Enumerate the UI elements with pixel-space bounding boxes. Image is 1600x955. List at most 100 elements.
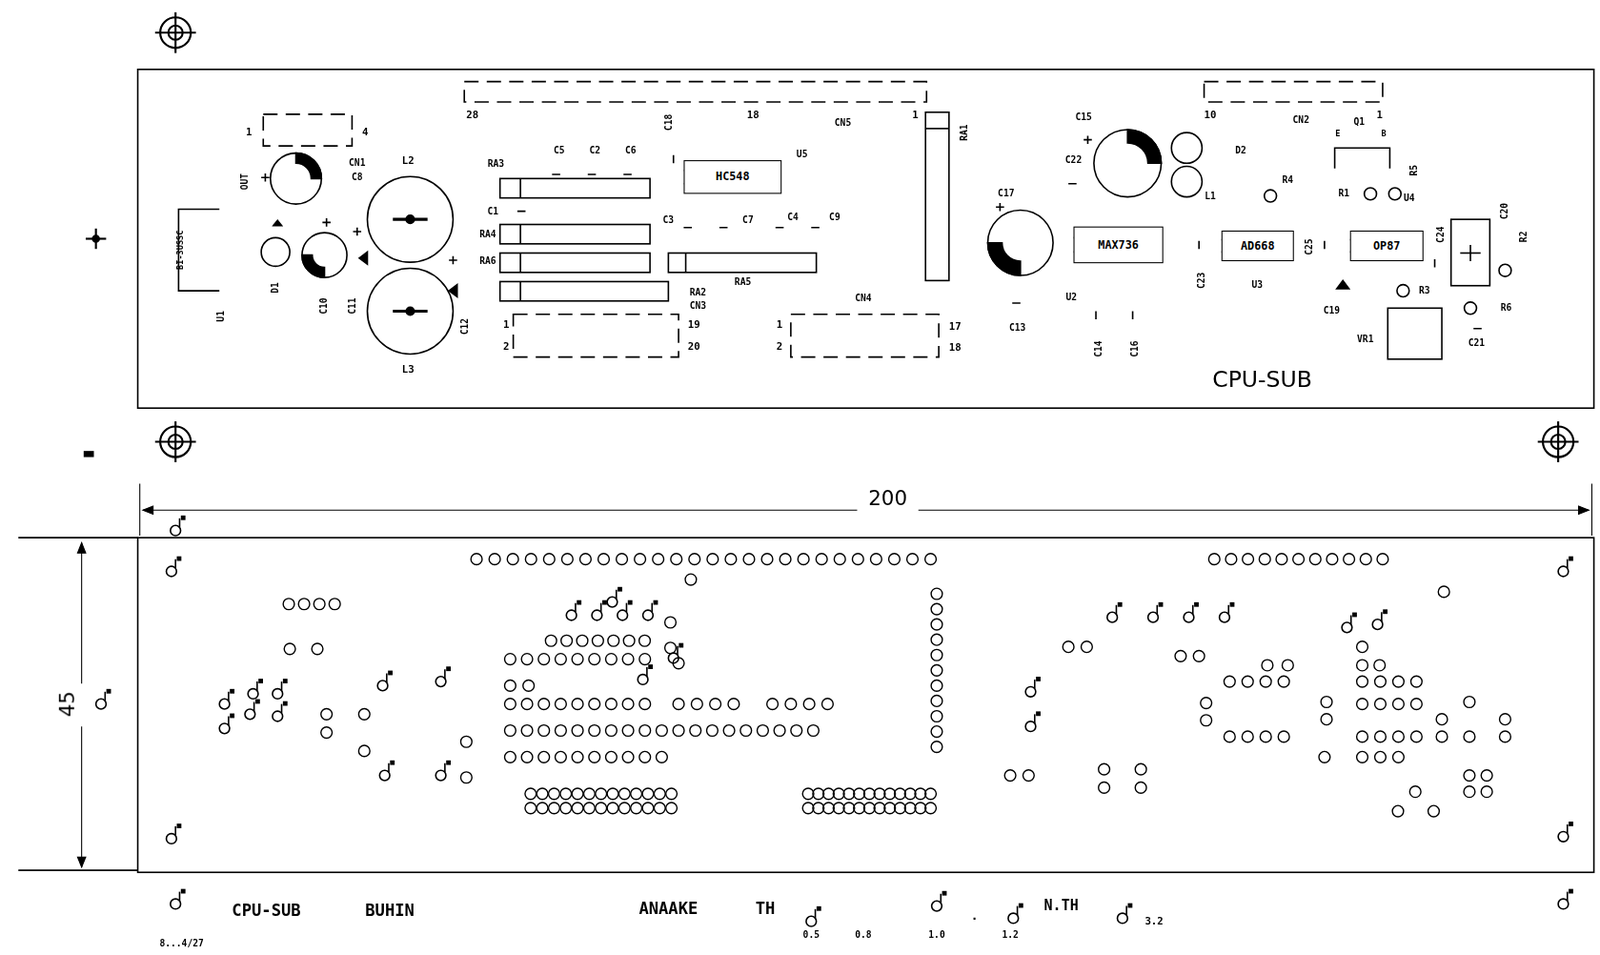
drawing-note: 0.8: [854, 931, 871, 941]
drill-symbol: [1117, 903, 1133, 923]
drill-hole: [1393, 675, 1405, 688]
drill-hole: [1437, 586, 1450, 598]
drawing-note: 45: [57, 690, 78, 717]
ic-package: HC548: [683, 160, 782, 194]
part-label: C9: [829, 212, 841, 223]
drill-hole: [470, 553, 483, 566]
component-outline: [500, 281, 669, 301]
drill-symbol: [281, 681, 284, 691]
drill-hole: [931, 648, 943, 661]
component-outline: [366, 176, 453, 263]
part-label: U4: [1403, 194, 1416, 204]
drill-hole: [808, 725, 820, 737]
part-label: D2: [1235, 146, 1247, 157]
drill-hole: [283, 598, 295, 610]
part-label: C16: [1131, 340, 1141, 357]
drill-hole: [571, 698, 584, 710]
drill-hole: [685, 573, 697, 586]
drill-symbol: [1569, 822, 1573, 826]
drill-hole: [555, 653, 568, 666]
drawing-note: 200: [868, 487, 908, 508]
drill-hole: [618, 802, 630, 814]
drill-hole: [802, 788, 814, 800]
drill-hole: [538, 725, 550, 737]
drill-hole: [321, 708, 333, 720]
part-label: C12: [460, 318, 470, 335]
drill-hole: [1392, 805, 1404, 817]
component-outline: [1498, 263, 1512, 277]
part-label: C5: [553, 146, 566, 157]
board-outline: [138, 537, 1595, 872]
drill-symbol: [942, 891, 946, 895]
drill-symbol: [227, 715, 230, 726]
part-label: L3: [402, 364, 415, 375]
registration-mark: [174, 12, 177, 54]
drill-symbol: [446, 667, 450, 670]
drill-symbol: [179, 891, 182, 902]
component-outline: [178, 112, 1511, 360]
drill-hole: [543, 553, 555, 566]
component-outline: [1451, 219, 1491, 286]
drill-hole: [833, 553, 846, 566]
component-outline: [988, 210, 1054, 277]
drill-hole: [1393, 750, 1405, 763]
drill-symbol: [1353, 612, 1357, 616]
drill-hole: [1428, 805, 1440, 817]
ic-package: MAX736: [1073, 226, 1163, 264]
drill-hole: [802, 802, 814, 814]
drill-hole: [1193, 649, 1205, 662]
drill-hole: [588, 653, 601, 666]
part-label: 2: [503, 342, 509, 353]
component-outline: [685, 252, 688, 272]
part-label: C13: [1009, 324, 1026, 334]
drill-symbol: [653, 601, 657, 605]
drill-symbol: [1158, 603, 1162, 607]
drill-hole: [931, 633, 943, 646]
drill-symbol: [1558, 822, 1573, 842]
drill-hole: [1410, 675, 1422, 688]
registration-mark: [83, 450, 95, 457]
drill-hole: [757, 725, 770, 737]
drill-symbol: [272, 702, 287, 722]
drill-symbol: [574, 603, 577, 613]
drill-hole: [1359, 553, 1372, 566]
drill-hole: [616, 553, 628, 566]
drill-hole: [889, 553, 901, 566]
drill-hole: [1499, 713, 1512, 726]
drill-hole: [1062, 641, 1074, 653]
part-label: 18: [747, 110, 760, 122]
part-label: 2: [776, 342, 783, 353]
drill-hole: [931, 726, 943, 738]
part-label: RA6: [479, 256, 496, 266]
drill-symbol: [283, 702, 287, 706]
component-outline: [1171, 132, 1202, 163]
drill-symbol: [814, 909, 817, 919]
drill-hole: [666, 788, 678, 800]
part-label: RA3: [487, 160, 505, 170]
drill-hole: [555, 698, 568, 710]
drill-symbol: [1341, 612, 1357, 632]
drill-hole: [1200, 697, 1213, 709]
drill-symbol: [648, 665, 652, 669]
part-label: 1: [911, 110, 918, 122]
drill-hole: [672, 698, 685, 710]
drill-hole: [690, 698, 703, 710]
drill-hole: [560, 802, 572, 814]
component-outline: [500, 178, 650, 198]
part-number: AD668: [1240, 239, 1275, 253]
part-label: 18: [949, 343, 962, 354]
drill-hole: [689, 725, 702, 737]
part-label: 1: [776, 319, 783, 330]
drill-hole: [521, 698, 533, 710]
drill-hole: [665, 616, 677, 628]
drill-symbol: [806, 907, 821, 927]
drill-hole: [555, 725, 568, 737]
drill-hole: [790, 725, 803, 737]
drill-hole: [598, 553, 610, 566]
drill-hole: [1480, 786, 1493, 798]
connector-outline: [263, 114, 352, 146]
drill-hole: [1320, 713, 1333, 726]
drill-hole: [606, 653, 618, 666]
drill-hole: [1463, 786, 1476, 798]
drill-symbol: [1118, 603, 1122, 607]
